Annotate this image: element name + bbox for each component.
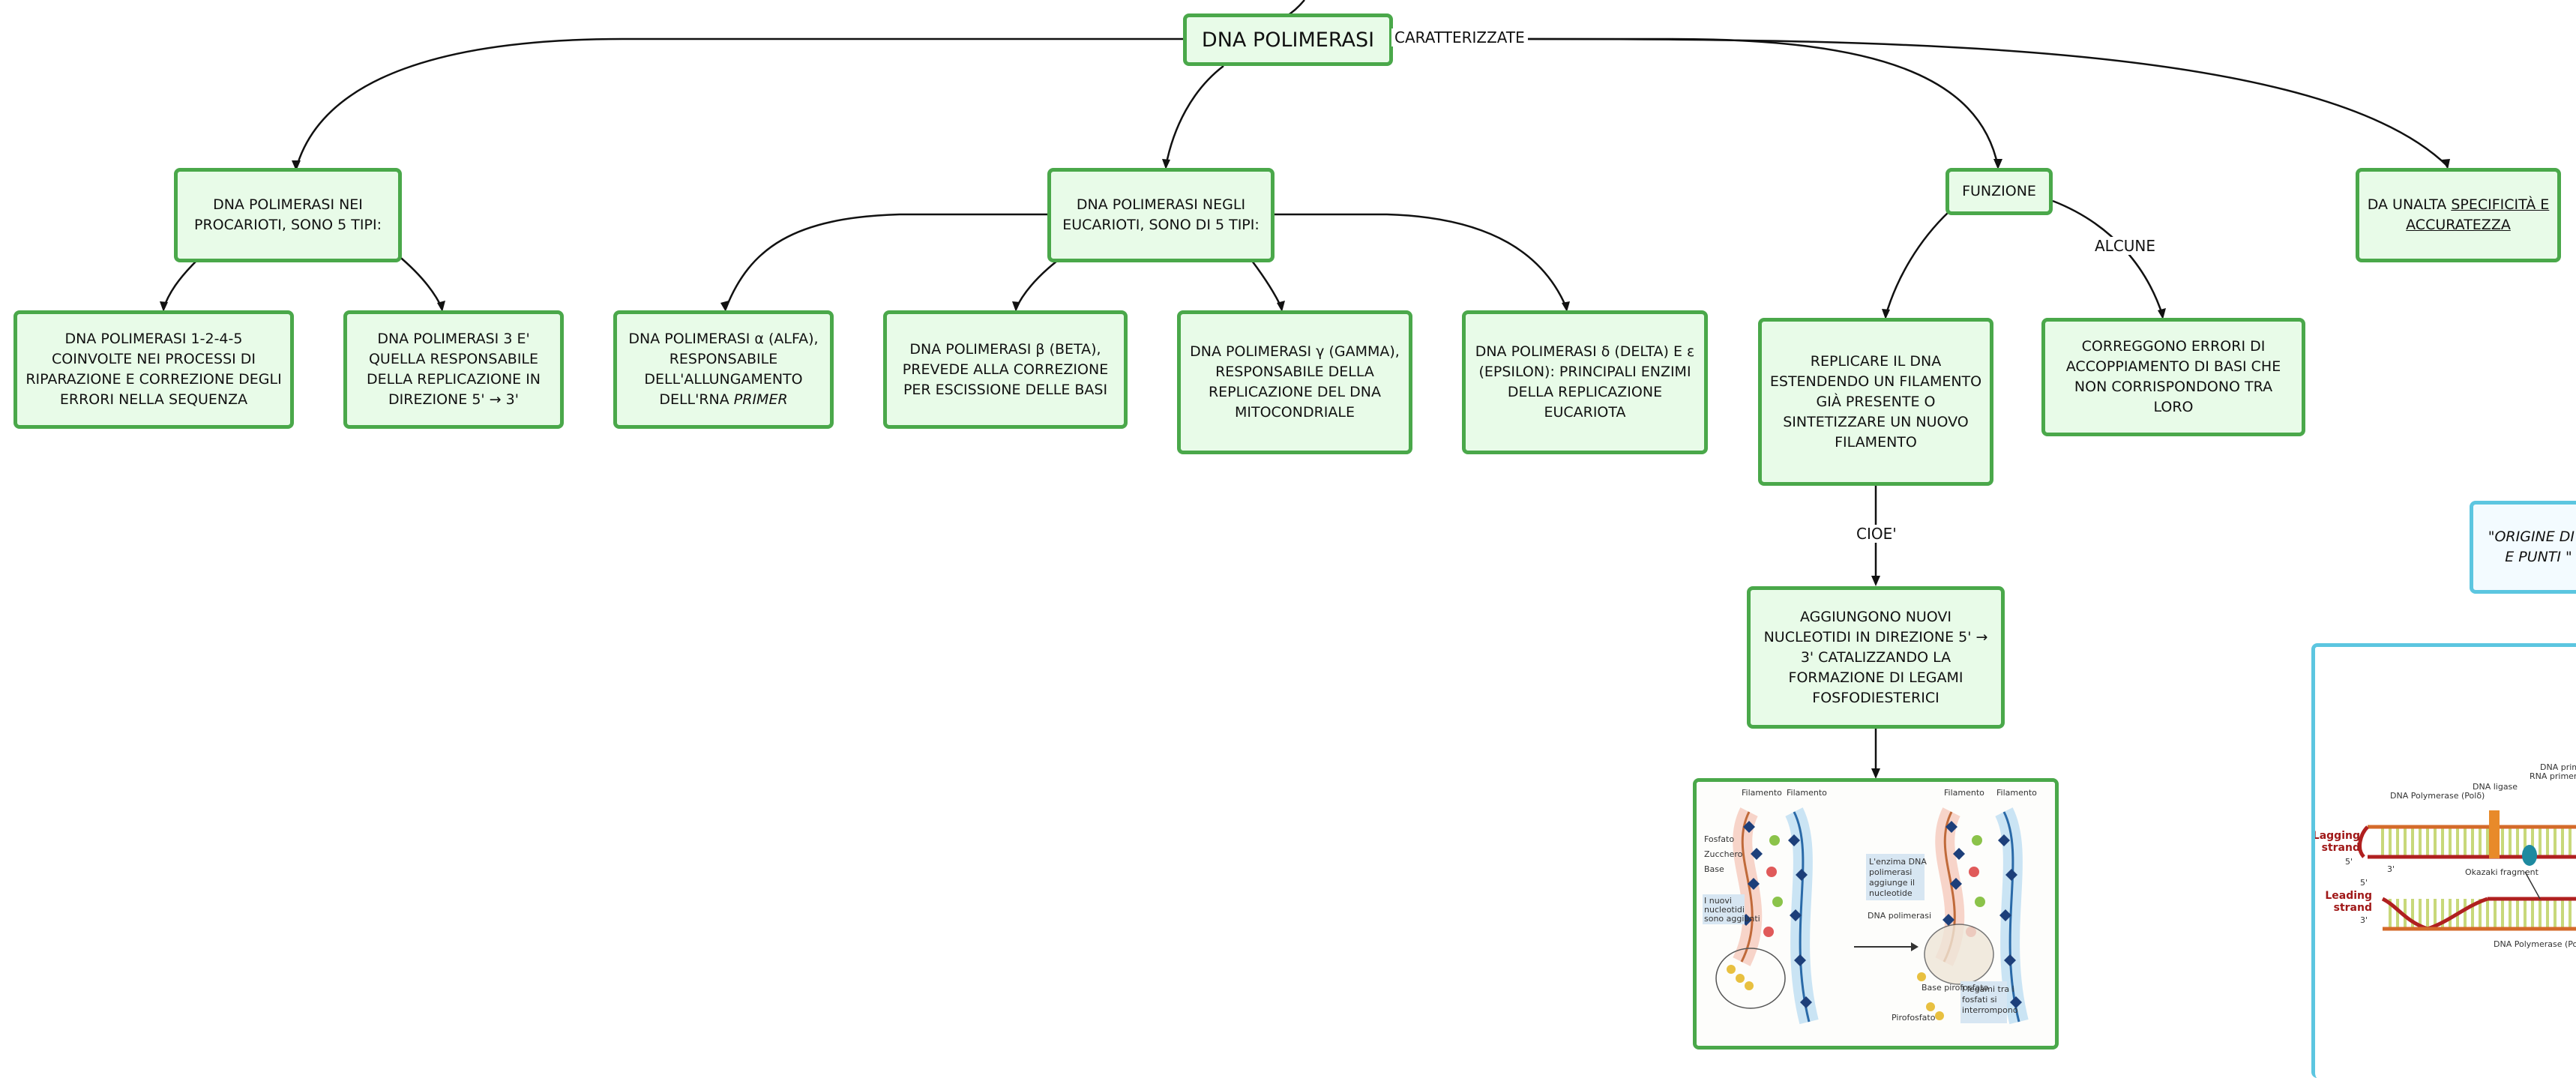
svg-text:Filamento: Filamento [1742, 788, 1782, 798]
specificita-prefix: DA UNALTA [2367, 196, 2452, 213]
node-origine-text: "ORIGINE DI R E PUNTI " [2488, 529, 2576, 565]
node-specificita-text: DA UNALTA SPECIFICITÀ E ACCURATEZZA [2367, 195, 2550, 235]
node-dna-polimerasi-text: DNA POLIMERASI [1201, 28, 1375, 52]
node-replicare[interactable]: REPLICARE IL DNA ESTENDENDO UN FILAMENTO… [1758, 318, 1993, 486]
node-gamma-text: DNA POLIMERASI γ (GAMMA), RESPONSABILE D… [1190, 343, 1400, 421]
svg-text:Lagging: Lagging [2315, 830, 2360, 842]
node-beta-text: DNA POLIMERASI β (BETA), PREVEDE ALLA CO… [902, 340, 1109, 398]
node-pro-1245[interactable]: DNA POLIMERASI 1-2-4-5 COINVOLTE NEI PRO… [13, 310, 294, 429]
link-label-alcune: ALCUNE [2092, 237, 2159, 255]
svg-text:sono aggiunti: sono aggiunti [1704, 914, 1760, 924]
svg-text:fosfati si: fosfati si [1962, 995, 1997, 1005]
specificita-underlined: SPECIFICITÀ E ACCURATEZZA [2406, 196, 2550, 233]
svg-text:Filamento: Filamento [1944, 788, 1984, 798]
node-specificita[interactable]: DA UNALTA SPECIFICITÀ E ACCURATEZZA [2356, 168, 2561, 262]
node-gamma[interactable]: DNA POLIMERASI γ (GAMMA), RESPONSABILE D… [1177, 310, 1412, 454]
figure-nucleotide-addition-image: I nuovi nucleotidi sono aggiunti Filamen… [1697, 782, 2055, 1046]
svg-text:I nuovi: I nuovi [1704, 896, 1732, 906]
svg-text:3': 3' [2387, 864, 2395, 874]
node-funzione-text: FUNZIONE [1962, 183, 2036, 199]
svg-text:5': 5' [2345, 857, 2353, 867]
svg-text:aggiunge il: aggiunge il [1869, 878, 1915, 888]
svg-text:Zucchero: Zucchero [1704, 849, 1743, 859]
node-aggiungono-text: AGGIUNGONO NUOVI NUCLEOTIDI IN DIREZIONE… [1763, 608, 1988, 706]
node-pro-3[interactable]: DNA POLIMERASI 3 E' QUELLA RESPONSABILE … [343, 310, 564, 429]
svg-text:Pirofosfato: Pirofosfato [1892, 1013, 1936, 1023]
svg-text:L'enzima DNA: L'enzima DNA [1869, 857, 1927, 867]
figure-replication-fork-image: Lagging strand 5' Leading strand 3' 5' 3… [2315, 647, 2576, 1078]
svg-text:3': 3' [2360, 915, 2368, 925]
node-replicare-text: REPLICARE IL DNA ESTENDENDO UN FILAMENTO… [1769, 352, 1982, 451]
svg-text:DNA ligase: DNA ligase [2473, 782, 2518, 792]
node-correggono[interactable]: CORREGGONO ERRORI DI ACCOPPIAMENTO DI BA… [2041, 318, 2305, 436]
svg-text:I legami tra i: I legami tra i [1962, 984, 2014, 994]
svg-text:RNA primer: RNA primer [2530, 771, 2576, 781]
svg-text:Okazaki fragment: Okazaki fragment [2465, 867, 2539, 877]
svg-text:Leading: Leading [2325, 890, 2372, 902]
node-procarioti-text: DNA POLIMERASI NEI PROCARIOTI, SONO 5 TI… [194, 196, 382, 233]
svg-text:nucleotide: nucleotide [1869, 888, 1913, 898]
svg-text:interrompono: interrompono [1962, 1005, 2018, 1015]
svg-text:DNA polimerasi: DNA polimerasi [1868, 911, 1931, 921]
figure-replication-fork[interactable]: Lagging strand 5' Leading strand 3' 5' 3… [2311, 643, 2576, 1078]
svg-text:polimerasi: polimerasi [1869, 867, 1912, 877]
node-eucarioti-text: DNA POLIMERASI NEGLI EUCARIOTI, SONO DI … [1062, 196, 1260, 233]
node-beta[interactable]: DNA POLIMERASI β (BETA), PREVEDE ALLA CO… [883, 310, 1128, 429]
svg-text:5': 5' [2360, 878, 2368, 888]
node-correggono-text: CORREGGONO ERRORI DI ACCOPPIAMENTO DI BA… [2065, 338, 2281, 415]
node-delta[interactable]: DNA POLIMERASI δ (DELTA) E ε (EPSILON): … [1462, 310, 1708, 454]
svg-text:DNA prima: DNA prima [2540, 762, 2576, 772]
node-aggiungono[interactable]: AGGIUNGONO NUOVI NUCLEOTIDI IN DIREZIONE… [1747, 586, 2005, 729]
node-pro-3-text: DNA POLIMERASI 3 E' QUELLA RESPONSABILE … [366, 331, 541, 408]
alfa-primer: PRIMER [733, 391, 788, 408]
svg-text:Base pirofosfato: Base pirofosfato [1922, 983, 1989, 993]
svg-text:Filamento: Filamento [1996, 788, 2037, 798]
node-alfa-text: DNA POLIMERASI α (ALFA), RESPONSABILE DE… [625, 329, 822, 410]
alfa-main: DNA POLIMERASI α (ALFA), RESPONSABILE DE… [628, 331, 819, 408]
svg-text:DNA Polymerase (Polδ): DNA Polymerase (Polδ) [2390, 791, 2485, 801]
node-origine[interactable]: "ORIGINE DI R E PUNTI " [2470, 501, 2576, 594]
node-eucarioti[interactable]: DNA POLIMERASI NEGLI EUCARIOTI, SONO DI … [1047, 168, 1275, 262]
svg-text:Fosfato: Fosfato [1704, 834, 1734, 844]
svg-text:strand: strand [2322, 842, 2360, 854]
svg-text:Filamento: Filamento [1787, 788, 1827, 798]
svg-text:DNA Polymerase (Polε: DNA Polymerase (Polε [2494, 939, 2576, 949]
link-label-cioe: CIOE' [1853, 525, 1900, 543]
node-pro-1245-text: DNA POLIMERASI 1-2-4-5 COINVOLTE NEI PRO… [25, 331, 282, 408]
node-delta-text: DNA POLIMERASI δ (DELTA) E ε (EPSILON): … [1475, 343, 1695, 421]
svg-text:Base: Base [1704, 864, 1724, 874]
node-alfa[interactable]: DNA POLIMERASI α (ALFA), RESPONSABILE DE… [613, 310, 834, 429]
node-funzione[interactable]: FUNZIONE [1945, 168, 2053, 215]
node-dna-polimerasi[interactable]: DNA POLIMERASI [1183, 13, 1393, 66]
svg-text:strand: strand [2334, 902, 2372, 914]
figure-nucleotide-addition[interactable]: I nuovi nucleotidi sono aggiunti Filamen… [1693, 778, 2059, 1050]
node-procarioti[interactable]: DNA POLIMERASI NEI PROCARIOTI, SONO 5 TI… [174, 168, 402, 262]
svg-text:nucleotidi: nucleotidi [1704, 905, 1745, 915]
link-label-caratterizzate: CARATTERIZZATE [1391, 28, 1528, 46]
